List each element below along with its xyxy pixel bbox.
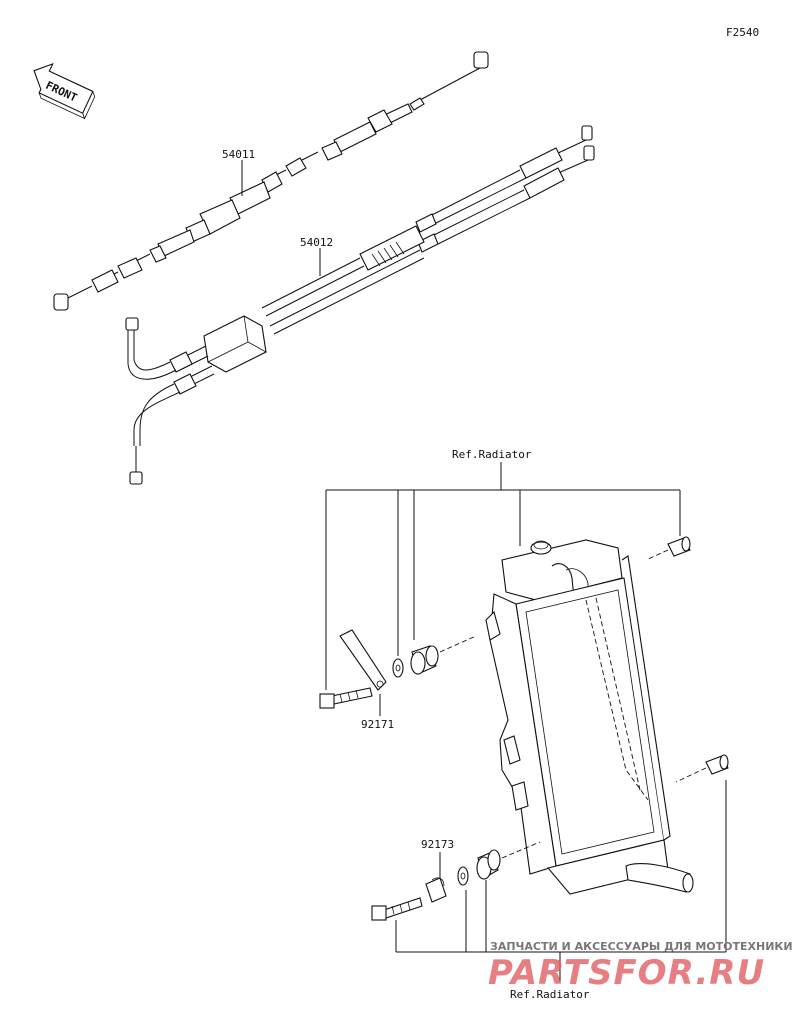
watermark-logo: PARTSFOR.RU — [488, 953, 765, 993]
front-arrow-icon: FRONT — [33, 62, 96, 120]
bolt-lower — [371, 897, 423, 921]
grommet-top-right — [645, 536, 691, 561]
ref-radiator-top-bracket — [325, 462, 681, 690]
ref-radiator-bottom-label: Ref.Radiator — [510, 988, 590, 1001]
part-label-54011: 54011 — [222, 148, 255, 161]
throttle-cable-54012[interactable]: 54012 — [125, 125, 595, 485]
ref-radiator-top-label: Ref.Radiator — [452, 448, 532, 461]
part-label-92173: 92173 — [421, 838, 454, 851]
washer-upper — [392, 658, 404, 678]
throttle-cable-54011[interactable]: 54011 — [53, 51, 489, 311]
radiator — [485, 539, 694, 895]
part-label-54012: 54012 — [300, 236, 333, 249]
bracket-92171[interactable]: 92171 — [339, 629, 394, 731]
bolt-upper — [319, 687, 373, 709]
diagram-code: F2540 — [726, 26, 759, 39]
damper-lower — [476, 841, 541, 880]
watermark-caption: ЗАПЧАСТИ И АКСЕССУАРЫ ДЛЯ МОТОТЕХНИКИ — [490, 940, 793, 953]
ref-radiator-bottom-bracket — [395, 780, 727, 982]
grommet-middle-right — [675, 754, 729, 783]
washer-lower — [457, 866, 469, 886]
part-label-92171: 92171 — [361, 718, 394, 731]
damper-upper — [410, 635, 477, 675]
clamp-92173[interactable]: 92173 — [421, 838, 454, 903]
